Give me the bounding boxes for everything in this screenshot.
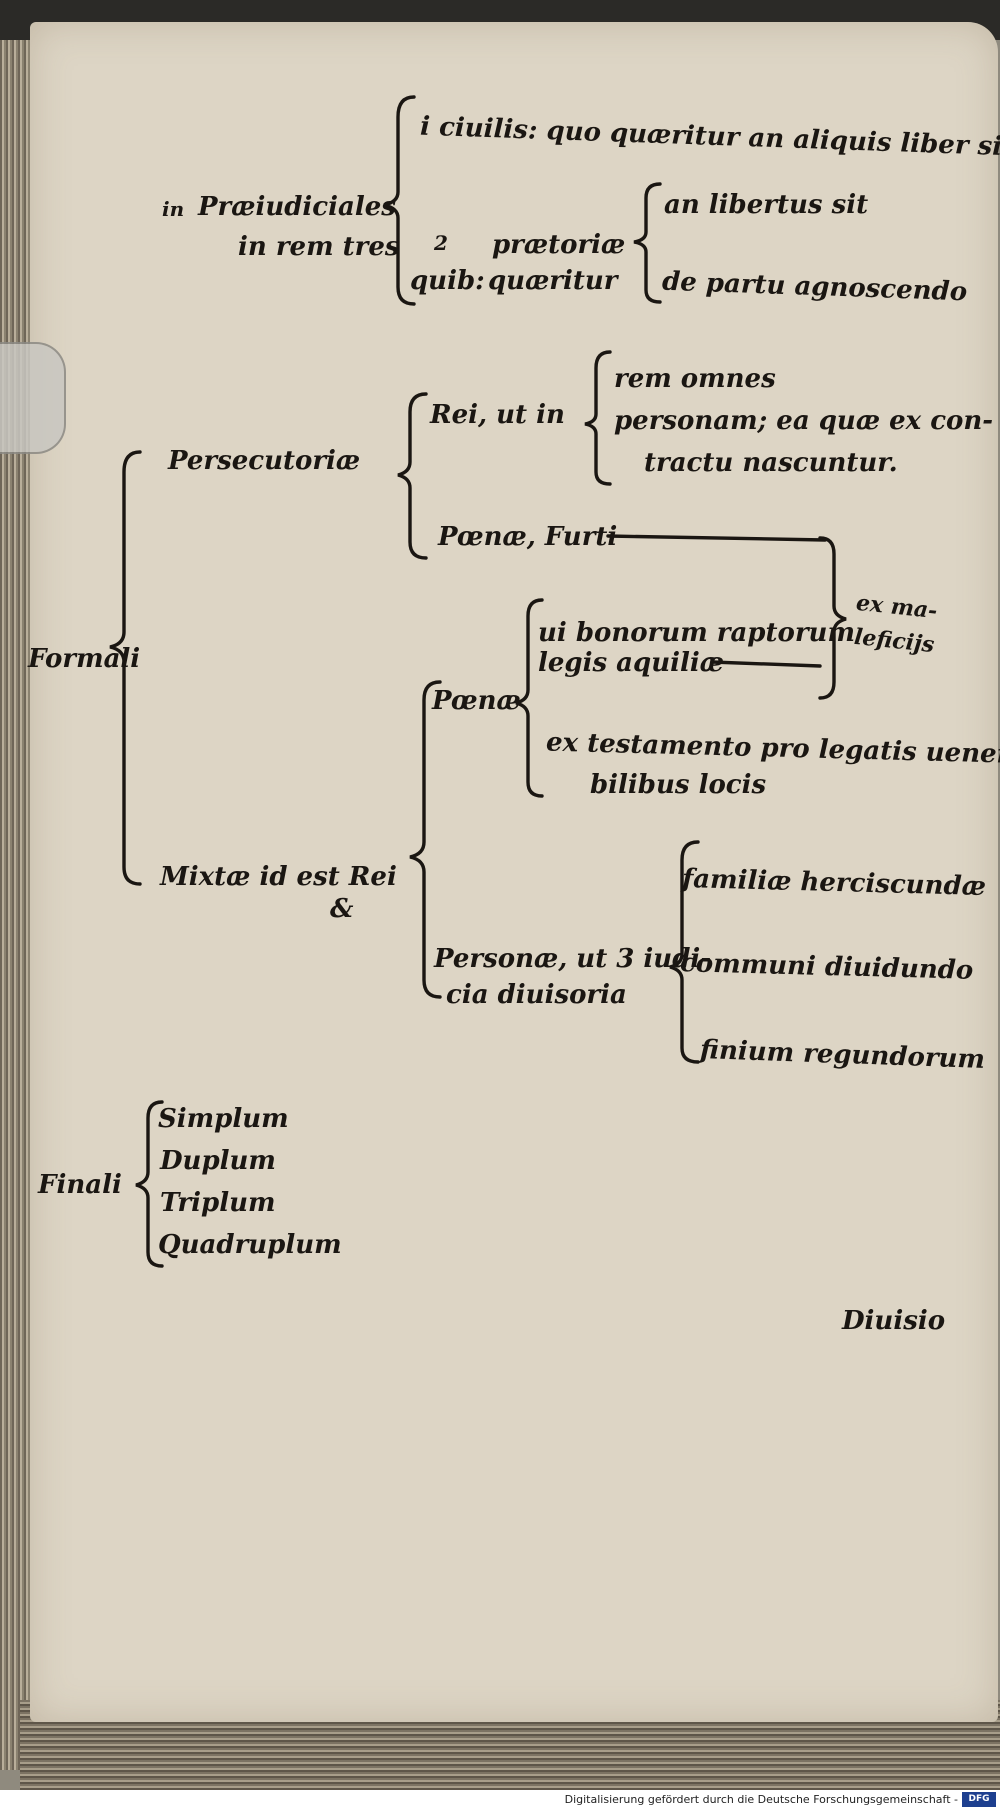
poenae-furti-text: Pœnæ, Furti	[438, 522, 618, 552]
finali-item-simplum: Simplum	[158, 1104, 289, 1134]
footer-bar	[0, 1790, 1000, 1810]
quaeritur-text: quæritur	[488, 266, 618, 296]
personae-line1: Personæ, ut 3 iudi-	[434, 944, 712, 974]
praeiudiciales-line1: Præiudiciales	[198, 192, 396, 222]
finali-item-quadruplum: Quadruplum	[158, 1230, 342, 1260]
et-text: &	[330, 894, 354, 924]
catchword: Diuisio	[842, 1306, 946, 1336]
book-page: in Præiudiciales in rem tres i ciuilis: …	[28, 22, 1000, 1722]
formali-label: Formali	[28, 644, 141, 674]
mixtae-text: Mixtæ id est Rei	[160, 862, 397, 892]
personam-text: personam; ea quæ ex con-	[614, 406, 994, 436]
personae-line2: cia diuisoria	[446, 980, 627, 1010]
tractu-text: tractu nascuntur.	[644, 448, 898, 478]
brace-finali	[135, 1100, 164, 1268]
rem-omnes-text: rem omnes	[614, 364, 776, 394]
bilibus-locis-text: bilibus locis	[590, 770, 767, 800]
vi-bonorum-text: ui bonorum raptorum	[538, 618, 855, 648]
line-legis-aquiliae	[710, 660, 822, 668]
finali-item-triplum: Triplum	[160, 1188, 276, 1218]
quib-text: quib:	[410, 266, 485, 296]
brace-diagram	[109, 95, 847, 1268]
brace-poenae	[515, 598, 544, 798]
rei-ut-in-text: Rei, ut in	[430, 400, 565, 430]
legis-aquiliae-text: legis aquiliæ	[538, 648, 724, 678]
mark-in: in	[162, 197, 185, 221]
brace-formali	[109, 450, 142, 886]
praetoriae-text: prætoriæ	[492, 230, 626, 260]
brace-mixtae	[409, 680, 442, 999]
brace-rei	[584, 350, 612, 486]
footer-credit: Digitalisierung gefördert durch die Deut…	[564, 1793, 958, 1806]
brace-ex-maleficiis	[818, 536, 847, 700]
praeiudiciales-line2: in rem tres	[238, 232, 400, 262]
finali-label: Finali	[38, 1170, 122, 1200]
brace-praetoriae	[633, 182, 662, 304]
poenae-text: Pœnæ	[432, 686, 521, 716]
dfg-logo: DFG	[962, 1792, 996, 1807]
brace-persecutoriae	[397, 392, 428, 560]
persecutoriae-text: Persecutoriæ	[168, 446, 361, 476]
num-2: 2	[434, 231, 448, 255]
brace-praeiudiciales	[383, 95, 416, 306]
finali-item-duplum: Duplum	[160, 1146, 276, 1176]
line-poenae-furti	[606, 534, 827, 542]
an-libertus-text: an libertus sit	[664, 190, 869, 220]
brace-personae	[669, 840, 700, 1064]
book-clip	[0, 342, 66, 454]
